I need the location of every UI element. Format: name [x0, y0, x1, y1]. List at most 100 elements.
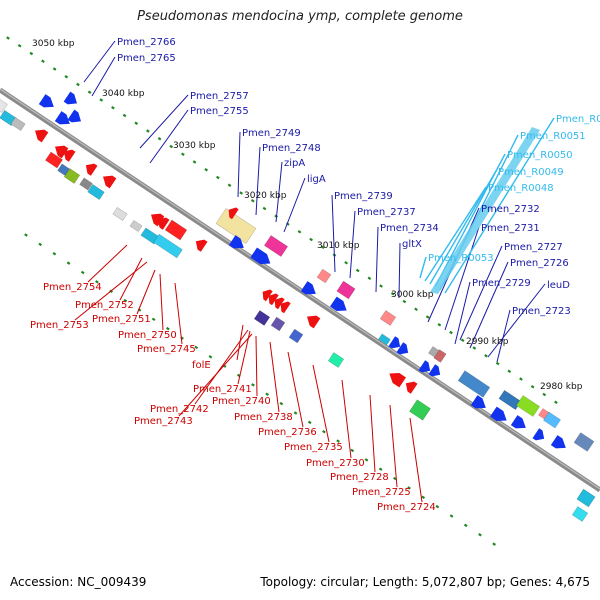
gene-label-reverse: Pmen_2738: [234, 412, 293, 423]
gene-block: [379, 310, 397, 326]
leader-line: [287, 351, 304, 428]
gene-label-forward: Pmen_2739: [334, 191, 393, 202]
leader-line: [159, 273, 164, 331]
gene-label-reverse: Pmen_2725: [352, 487, 411, 498]
gene-block: [164, 219, 188, 241]
tick-dash: [297, 230, 302, 234]
gene-label-forward: zipA: [284, 158, 305, 169]
gene-features: [0, 95, 596, 522]
tick-dash: [279, 401, 284, 406]
gene-arrows: [35, 91, 566, 449]
gene-label-forward: Pmen_2766: [117, 37, 176, 48]
gene-label-reverse: Pmen_2752: [75, 300, 134, 311]
tick-dash: [239, 191, 244, 195]
leader-line: [91, 56, 116, 97]
tick-dash: [542, 392, 547, 397]
gene-block: [409, 399, 431, 421]
tick-dash: [169, 144, 174, 149]
gene-label-forward: Pmen_2748: [262, 143, 321, 154]
leader-line: [459, 245, 503, 341]
gene-arrow: [418, 360, 431, 373]
gene-label-reverse: Pmen_2724: [377, 502, 436, 513]
gene-block: [573, 432, 595, 452]
tick-dash: [421, 495, 426, 500]
leader-line-rna: [424, 186, 487, 282]
leader-line: [178, 333, 253, 417]
gene-block: [516, 395, 540, 417]
scale-label: 3000 kbp: [391, 290, 434, 300]
gene-arrow: [396, 342, 409, 355]
leader-line: [236, 324, 244, 361]
gene-arrow: [550, 435, 566, 449]
tick-dash: [76, 82, 80, 87]
tick-dash: [24, 233, 28, 237]
leader-line: [149, 109, 189, 164]
leader-line: [349, 210, 356, 279]
tick-dash: [379, 284, 383, 288]
gene-arrow: [388, 336, 401, 349]
gene-arrow: [300, 281, 316, 295]
tick-dash: [151, 317, 156, 322]
tick-dash: [492, 542, 497, 546]
gene-label-rna: Pmen_R0050: [507, 150, 573, 161]
gene-label-forward: Pmen_2757: [190, 91, 249, 102]
gene-arrow: [428, 364, 441, 377]
tick-dash: [378, 467, 383, 471]
leader-line: [136, 269, 156, 315]
gene-block: [87, 184, 105, 200]
gene-label-forward: Pmen_2734: [380, 223, 439, 234]
leader-line: [369, 394, 376, 473]
tick-dash: [463, 523, 468, 528]
tick-dash: [350, 448, 355, 453]
gene-label-forward: Pmen_2737: [357, 207, 416, 218]
gene-label-reverse: Pmen_2741: [193, 384, 252, 395]
gene-arrow: [85, 163, 98, 176]
tick-dash: [425, 315, 430, 319]
tick-dash: [507, 369, 512, 374]
leader-line: [139, 94, 189, 149]
gene-block: [571, 506, 589, 522]
gene-arrow: [63, 149, 76, 162]
leader-line: [398, 242, 401, 299]
gene-block: [457, 370, 491, 398]
gene-block: [543, 411, 561, 429]
gene-block: [270, 316, 286, 332]
leader-line: [255, 146, 261, 216]
scale-label: 2980 kbp: [540, 382, 583, 392]
leader-line-rna: [419, 256, 427, 279]
gene-arrow: [268, 293, 279, 306]
gene-label-reverse: Pmen_2745: [137, 344, 196, 355]
gene-arrow: [151, 213, 165, 227]
tick-dash: [320, 245, 325, 250]
leader-line: [174, 282, 183, 345]
gene-label-reverse: Pmen_2751: [92, 314, 151, 325]
gene-arrow: [250, 247, 271, 265]
gene-block: [327, 352, 345, 368]
gene-label-rna: Pmen_R0053: [428, 253, 494, 264]
tick-dash: [414, 307, 418, 312]
map-title: Pseudomonas mendocina ymp, complete geno…: [137, 9, 463, 24]
tick-dash: [390, 292, 395, 296]
gene-arrow: [35, 129, 49, 143]
gene-block: [129, 219, 143, 233]
gene-label-forward: ligA: [307, 174, 326, 185]
scale-label: 2990 kbp: [466, 337, 509, 347]
gene-label-reverse: Pmen_2753: [30, 320, 89, 331]
gene-arrow: [405, 381, 418, 394]
gene-arrow: [307, 315, 321, 329]
gene-block: [288, 328, 304, 344]
tick-dash: [367, 276, 372, 281]
tick-dash: [204, 168, 209, 172]
tick-dash: [460, 338, 465, 343]
gene-block: [253, 310, 271, 326]
scale-label: 3010 kbp: [317, 241, 360, 251]
leader-line-rna: [444, 117, 555, 294]
tick-dash: [449, 330, 453, 335]
tick-dash: [262, 206, 267, 211]
tick-dash: [123, 298, 128, 303]
gene-label-rna: Pmen_R0051: [520, 131, 586, 142]
gene-block: [0, 95, 8, 113]
gene-block: [215, 208, 257, 244]
